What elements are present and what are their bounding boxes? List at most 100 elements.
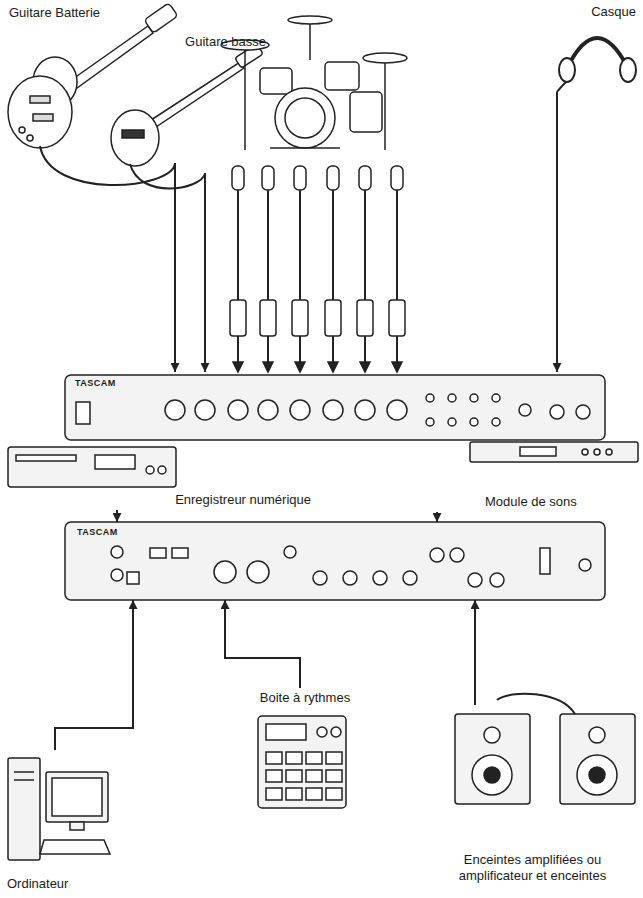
computer-part [40, 840, 110, 854]
sound-module-part [594, 449, 600, 455]
digital-recorder [8, 447, 176, 487]
microphones-part [357, 300, 373, 336]
drum-machine [258, 716, 346, 808]
drum-machine-part [306, 752, 322, 764]
front-panel-part [76, 402, 90, 424]
rear-panel-part [579, 559, 591, 571]
sound-module-zone: Module de sons [425, 437, 640, 512]
drum-machine-part [317, 727, 327, 737]
sound-module [470, 442, 638, 462]
computer-zone: Ordinateur [3, 750, 113, 895]
front-panel-part [258, 400, 278, 420]
drum-kit-part [363, 53, 407, 63]
bass-guitar-part [111, 110, 159, 166]
front-panel-part [470, 394, 478, 402]
front-panel-part [576, 405, 590, 419]
drum-machine-part [266, 788, 282, 800]
device-label: Casque [591, 4, 636, 20]
front-panel-part [426, 418, 434, 426]
front-panel-part [492, 418, 500, 426]
headphones-part [557, 82, 566, 92]
rear-panel-part [172, 548, 188, 558]
front-panel [65, 375, 605, 440]
microphones-part [262, 166, 274, 190]
device-label: Ordinateur [7, 876, 68, 892]
sound-module-part [470, 442, 638, 462]
rear-panel [65, 522, 605, 600]
speakers-part [472, 755, 512, 795]
drum-machine-part [326, 770, 342, 782]
sound-module-part [582, 449, 588, 455]
microphones-part [230, 300, 246, 336]
microphones-part [359, 166, 371, 190]
microphones-part [327, 166, 339, 190]
cable-connector [474, 600, 476, 705]
microphones-part [233, 362, 402, 372]
computer-part [8, 758, 40, 860]
front-panel-part [290, 400, 310, 420]
speakers-part [484, 727, 500, 743]
front-panel-part [387, 400, 407, 420]
microphones-part [232, 166, 244, 190]
rear-panel-part [247, 561, 269, 583]
cable-connector [116, 510, 118, 522]
device-label: Enceintes amplifiées ou amplificateur et… [430, 852, 635, 885]
headphones-part [559, 58, 575, 82]
drum-machine-part [306, 770, 322, 782]
rear-panel-zone: TASCAM [65, 522, 605, 600]
device-label: Guitare basse [185, 34, 266, 50]
drum-kit-part [384, 58, 386, 150]
drum-kit-part [350, 92, 382, 132]
front-panel-part [550, 405, 564, 419]
rear-panel-part [343, 571, 357, 585]
cable-connector [55, 600, 133, 750]
drum-machine-zone: Boite à rythmes [245, 688, 365, 813]
rear-panel-part [284, 546, 296, 558]
front-panel-part [355, 400, 375, 420]
electric-guitar-part [144, 3, 178, 33]
front-panel-part [448, 394, 456, 402]
headphones-zone: Casque [548, 2, 640, 92]
speakers [455, 694, 635, 804]
microphones-part [391, 166, 403, 190]
electric-guitar-part [19, 127, 25, 133]
recorder-zone: Enregistreur numérique [5, 440, 315, 510]
front-panel-part [492, 394, 500, 402]
speakers-part [455, 714, 530, 804]
rear-panel-part [540, 548, 550, 574]
electric-guitar-part [30, 96, 50, 103]
drum-machine-part [286, 770, 302, 782]
device-label: Enregistreur numérique [175, 492, 311, 508]
electric-guitar [8, 3, 178, 185]
electric-guitar-part [8, 76, 72, 148]
bass-guitar-part [148, 62, 244, 129]
device-label: TASCAM [75, 378, 116, 389]
front-panel-part [65, 375, 605, 440]
microphones-part [260, 300, 276, 336]
drum-machine-part [286, 752, 302, 764]
drum-kit-part [285, 98, 325, 138]
front-panel-part [195, 400, 215, 420]
drum-kit-part [244, 45, 246, 150]
rear-panel-part [111, 569, 123, 581]
headphones-part [620, 58, 636, 82]
microphones-part [238, 190, 397, 300]
speakers-part [560, 714, 635, 804]
digital-recorder-part [158, 466, 166, 474]
drum-kit-part [325, 62, 359, 90]
drum-machine-part [286, 788, 302, 800]
computer-part [14, 779, 34, 781]
drum-machine-part [266, 724, 306, 740]
drum-kit-part [260, 68, 292, 94]
bass-guitar-part [130, 164, 205, 189]
speakers-part [577, 755, 617, 795]
speakers-zone: Enceintes amplifiées ou amplificateur et… [425, 705, 640, 887]
drum-machine-part [326, 788, 342, 800]
cable-connector [225, 600, 300, 688]
computer-part [14, 771, 34, 773]
rear-panel-part [490, 573, 504, 587]
